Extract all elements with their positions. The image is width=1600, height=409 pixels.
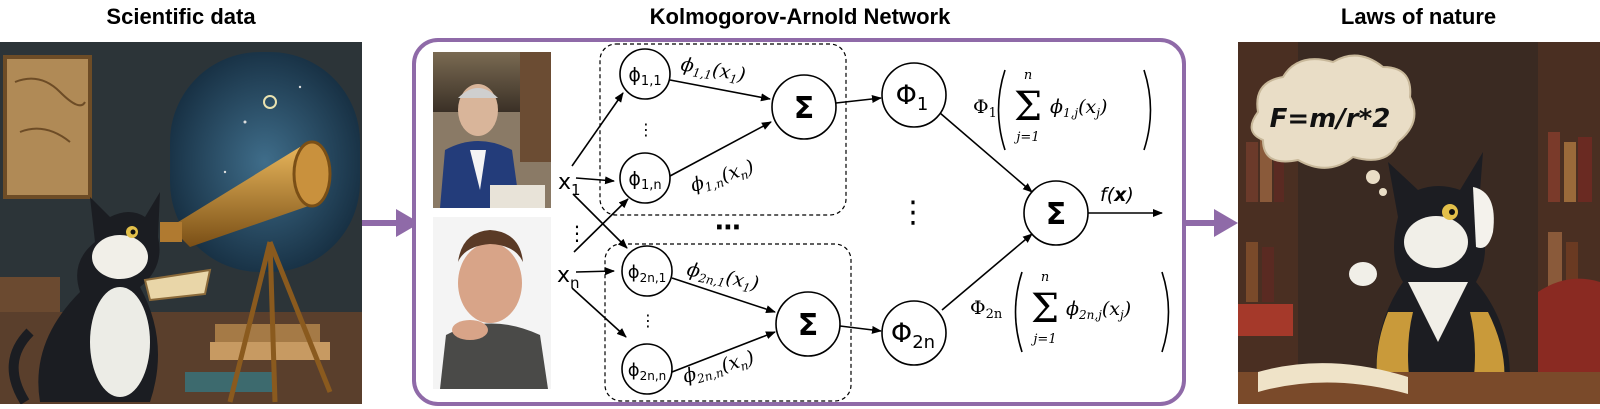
svg-text:Φ2n: Φ2n — [891, 318, 935, 353]
thought-bubble: F=m/r*2 — [1250, 54, 1416, 196]
edge-xn-phi1n — [573, 198, 629, 253]
svg-text:ϕ1,n: ϕ1,n — [628, 168, 661, 193]
edge-phi11-sum1 — [669, 79, 771, 102]
sum-node-bottom: Σ — [775, 291, 841, 357]
input-dots: ⋮ — [567, 221, 587, 245]
edge-xn-phi2nn — [571, 287, 627, 338]
formula-top: Φ1 n Σ j=1 ϕ1,j(xj) — [973, 68, 1152, 151]
svg-text:j=1: j=1 — [1013, 130, 1039, 145]
portrait-kolmogorov — [433, 52, 551, 208]
title-laws-of-nature: Laws of nature — [1340, 4, 1497, 29]
svg-text:j=1: j=1 — [1030, 332, 1056, 347]
title-kan: Kolmogorov-Arnold Network — [649, 4, 951, 29]
svg-text:Σ: Σ — [1014, 84, 1042, 130]
edge-x1-phi1n — [575, 176, 615, 185]
input-xn: xn — [557, 263, 580, 292]
edge-phi2nn-sum2 — [671, 331, 776, 373]
edge-label-phi11: ϕ1,1(x1) — [679, 53, 747, 88]
svg-text:Φ1: Φ1 — [973, 96, 997, 121]
node-Phi1: Φ1 — [881, 62, 947, 128]
inner-group-bottom — [604, 243, 852, 402]
svg-text:n: n — [1024, 68, 1032, 83]
output-label: f(x) — [1100, 184, 1134, 206]
svg-text:Φ1: Φ1 — [896, 80, 929, 115]
edge-sum2-Phi2n — [839, 325, 882, 334]
edge-x1-phi11 — [571, 92, 624, 167]
svg-text:Σ: Σ — [1046, 197, 1067, 232]
edge-sum1-Phi1 — [835, 95, 882, 104]
title-scientific-data: Scientific data — [106, 4, 256, 29]
svg-text:ϕ1,j(xj): ϕ1,j(xj) — [1050, 96, 1107, 120]
dots-outer: ⋮ — [898, 195, 928, 230]
svg-text:ϕ2n,1: ϕ2n,1 — [628, 262, 667, 285]
svg-text:Σ: Σ — [794, 91, 815, 126]
node-phi2nn: ϕ2n,n — [621, 343, 673, 395]
dots-between-groups: ⋯ — [715, 213, 741, 243]
edge-phi2n1-sum2 — [671, 277, 776, 313]
sum-node-output: Σ — [1023, 180, 1089, 246]
node-phi1n: ϕ1,n — [619, 152, 671, 204]
sum-node-top: Σ — [771, 74, 837, 140]
inner-group-top — [599, 43, 847, 216]
dots-inner-bottom: ⋮ — [640, 311, 656, 330]
illustration-cat-thinking: F=m/r*2 — [1238, 42, 1600, 404]
dots-inner-top: ⋮ — [638, 120, 654, 139]
edge-Phi1-outsum — [939, 112, 1033, 193]
node-phi2n1: ϕ2n,1 — [621, 245, 673, 297]
svg-text:ϕ1,1: ϕ1,1 — [628, 64, 661, 89]
svg-text:ϕ2n,j(xj): ϕ2n,j(xj) — [1066, 298, 1131, 322]
node-Phi2n: Φ2n — [881, 300, 947, 366]
edge-x1-phi2n1 — [572, 193, 628, 249]
edge-Phi2n-outsum — [941, 233, 1033, 311]
arrow-right — [1182, 209, 1238, 237]
svg-text:n: n — [1041, 270, 1049, 285]
svg-text:Σ: Σ — [1031, 286, 1059, 332]
svg-text:Σ: Σ — [798, 308, 819, 343]
network-frame — [412, 38, 1186, 406]
edge-phi1n-sum1 — [669, 121, 772, 177]
formula-bottom: Φ2n n Σ j=1 ϕ2n,j(xj) — [970, 270, 1170, 353]
svg-text:ϕ2n,n: ϕ2n,n — [628, 360, 667, 383]
svg-text:Φ2n: Φ2n — [970, 297, 1003, 322]
node-phi11: ϕ1,1 — [619, 48, 671, 100]
edge-xn-phi2n1 — [575, 267, 615, 276]
portrait-arnold — [433, 217, 551, 389]
arrow-left — [362, 209, 420, 237]
illustration-cat-telescope — [0, 42, 362, 404]
svg-text:F=m/r*2: F=m/r*2 — [1270, 104, 1391, 134]
input-x1: x1 — [558, 170, 581, 199]
